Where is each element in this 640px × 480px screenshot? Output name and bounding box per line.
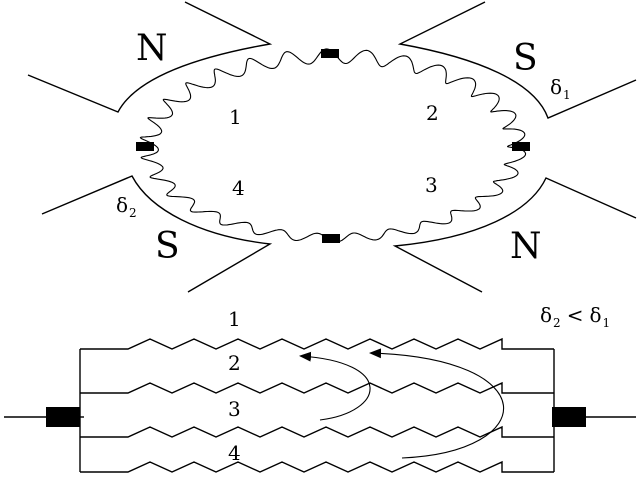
- pole-label-top-left: N: [136, 28, 168, 69]
- relation-b-symbol: δ: [589, 303, 601, 327]
- gap-label-left-symbol: δ: [116, 193, 128, 217]
- brush-top: [321, 49, 339, 58]
- relation-a-symbol: δ: [540, 303, 552, 327]
- parallel-conductors: [80, 337, 554, 473]
- pole-piece-bottom-left: [41, 175, 273, 293]
- wire-number-2: 2: [228, 351, 241, 375]
- wire-number-1: 1: [228, 307, 241, 331]
- current-arrow-outer: [369, 348, 505, 459]
- relation-op: <: [567, 303, 584, 327]
- coil-number-3: 3: [425, 173, 438, 197]
- gap-label-right-symbol: δ: [550, 75, 562, 99]
- gap-label-left: δ2: [116, 193, 137, 220]
- pole-pieces: [27, 1, 637, 293]
- brush-left: [136, 142, 154, 151]
- terminal-right: [552, 407, 586, 427]
- brush-bottom: [322, 234, 340, 243]
- wire-number-3: 3: [228, 397, 241, 421]
- pole-label-top-right: S: [513, 38, 538, 79]
- brush-right: [512, 142, 530, 151]
- circuit-frame: [4, 349, 636, 472]
- gap-label-right-sub: 1: [563, 88, 571, 102]
- gap-label-left-sub: 2: [129, 206, 137, 220]
- gap-label-right: δ1: [550, 75, 571, 102]
- coil-number-4: 4: [232, 176, 245, 200]
- coil-number-1: 1: [229, 105, 242, 129]
- wire-number-4: 4: [228, 441, 241, 465]
- coil-winding-path: [139, 48, 527, 243]
- conductor-2: [80, 381, 554, 394]
- current-arrow-inner: [299, 351, 371, 421]
- conductor-1: [80, 337, 554, 350]
- pole-label-bottom-right: N: [510, 226, 542, 267]
- conductor-3: [80, 425, 554, 438]
- pole-piece-top-right: [397, 1, 637, 119]
- coil-winding-ring: [139, 48, 527, 243]
- pole-label-bottom-left: S: [155, 226, 180, 267]
- pole-piece-bottom-right: [392, 177, 637, 293]
- coil-number-2: 2: [426, 101, 439, 125]
- pole-piece-top-left: [27, 1, 273, 113]
- relation-b-sub: 1: [603, 316, 611, 330]
- conductor-4: [80, 460, 554, 473]
- gap-relation: δ2<δ1: [540, 303, 610, 330]
- terminal-left: [46, 407, 80, 427]
- relation-a-sub: 2: [553, 316, 561, 330]
